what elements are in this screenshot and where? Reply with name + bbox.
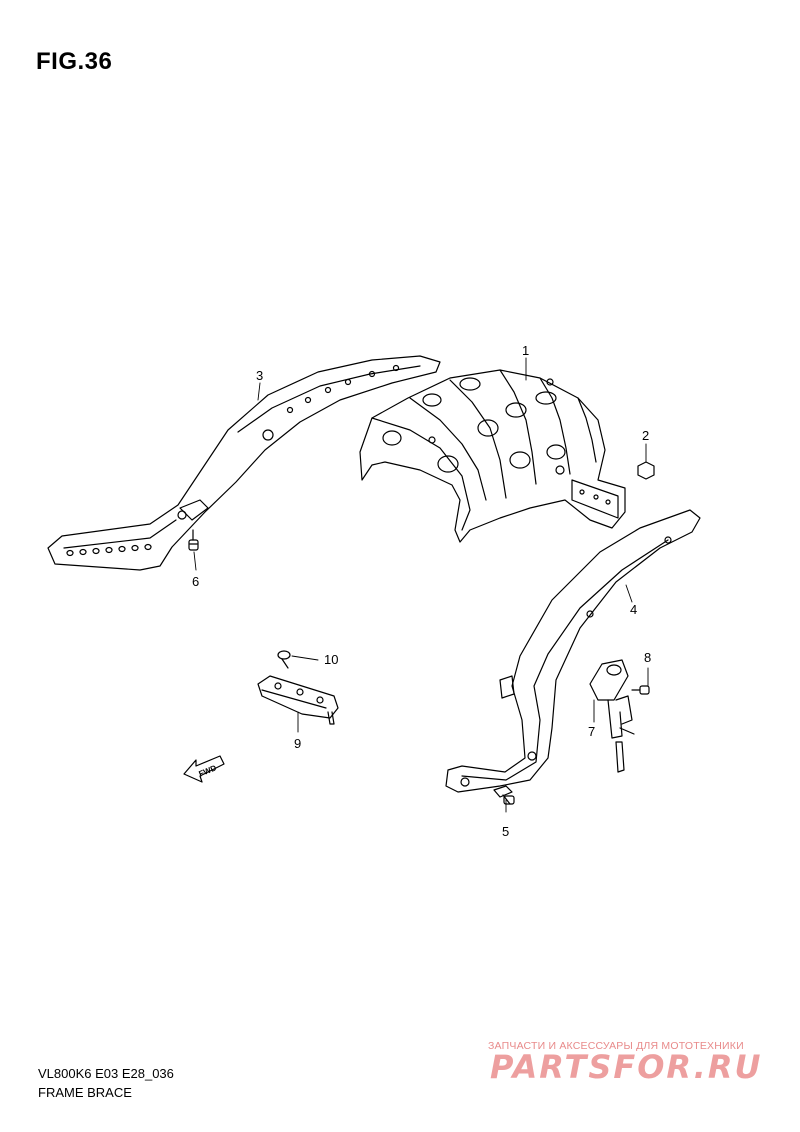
watermark-subtitle: ЗАПЧАСТИ И АКСЕССУАРЫ ДЛЯ МОТОТЕХНИКИ (488, 1040, 744, 1052)
part-4-right-rail (445, 509, 701, 793)
callout-8: 8 (644, 650, 651, 665)
part-8-screw (631, 685, 650, 695)
figure-title: FIG.36 (36, 48, 113, 75)
part-5-bolt (493, 785, 515, 805)
callout-10: 10 (324, 652, 338, 667)
callout-5: 5 (502, 824, 509, 839)
callout-6: 6 (192, 574, 199, 589)
fwd-arrow: FWD (183, 755, 225, 783)
watermark-logo: PARTSFOR.RU (490, 1048, 762, 1086)
figure-name: FRAME BRACE (38, 1085, 132, 1100)
callout-7: 7 (588, 724, 595, 739)
part-6-bolt (188, 529, 199, 551)
part-1-frame-brace (359, 369, 626, 543)
callout-3: 3 (256, 368, 263, 383)
callout-2: 2 (642, 428, 649, 443)
callout-9: 9 (294, 736, 301, 751)
watermark-brand: PARTSFOR.RU (490, 1048, 762, 1086)
part-7-helmet-lock (589, 659, 635, 773)
part-2-nut (637, 461, 655, 480)
callout-1: 1 (522, 343, 529, 358)
leader-lines (193, 357, 649, 813)
part-3-left-rail (47, 355, 441, 571)
part-9-bracket (257, 675, 339, 725)
figure-code: VL800K6 E03 E28_036 (38, 1066, 174, 1081)
callout-labels: 1 2 3 4 5 6 7 8 9 10 (192, 343, 651, 839)
callout-4: 4 (630, 602, 637, 617)
part-10-screw (277, 650, 291, 669)
